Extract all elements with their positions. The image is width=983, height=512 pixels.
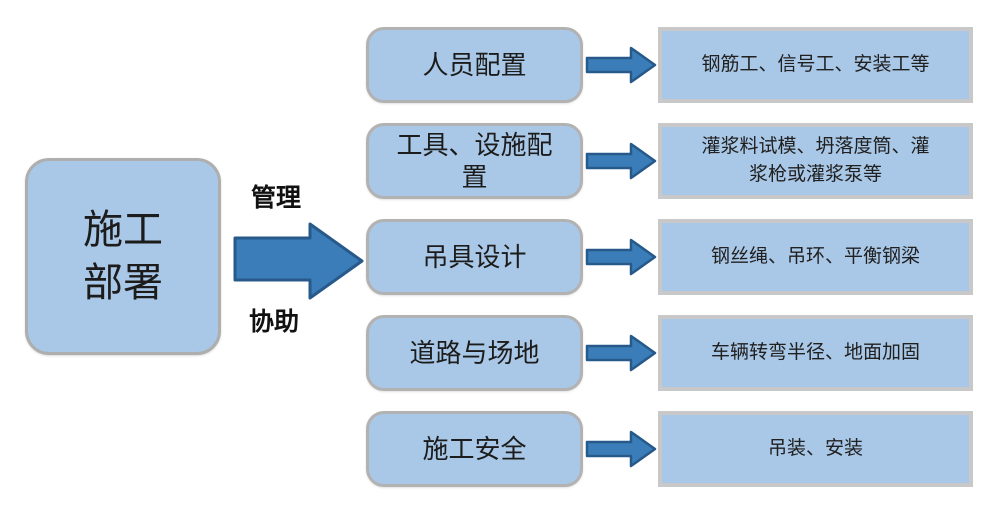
detail-node-construction-safety: 吊装、安装 xyxy=(658,411,973,487)
detail-label: 钢丝绳、吊环、平衡钢梁 xyxy=(710,246,920,268)
detail-node-roads-site: 车辆转弯半径、地面加固 xyxy=(658,315,973,391)
detail-node-rigging-design: 钢丝绳、吊环、平衡钢梁 xyxy=(658,219,973,295)
category-label: 道路与场地 xyxy=(409,337,540,368)
row-arrow-wrap xyxy=(583,219,658,295)
category-label: 人员配置 xyxy=(422,49,527,80)
category-label: 施工安全 xyxy=(422,433,527,464)
big-right-arrow-icon xyxy=(233,222,364,300)
right-arrow-icon xyxy=(585,430,656,468)
category-label: 工具、设施配置 xyxy=(396,129,553,193)
detail-node-tools-facilities: 灌浆料试模、坍落度筒、灌浆枪或灌浆泵等 xyxy=(658,123,973,199)
category-node-personnel: 人员配置 xyxy=(366,27,583,103)
category-node-roads-site: 道路与场地 xyxy=(366,315,583,391)
flow-row-tools-facilities: 工具、设施配置 灌浆料试模、坍落度筒、灌浆枪或灌浆泵等 xyxy=(366,123,973,199)
right-arrow-icon xyxy=(585,142,656,180)
flow-rows: 人员配置 钢筋工、信号工、安装工等 工具、设施配置 灌浆料试模、坍落度筒、 xyxy=(366,27,973,487)
category-node-rigging-design: 吊具设计 xyxy=(366,219,583,295)
detail-label: 车辆转弯半径、地面加固 xyxy=(710,342,920,364)
right-arrow-icon xyxy=(585,46,656,84)
right-arrow-icon xyxy=(585,238,656,276)
row-arrow-wrap xyxy=(583,27,658,103)
category-node-construction-safety: 施工安全 xyxy=(366,411,583,487)
flow-row-construction-safety: 施工安全 吊装、安装 xyxy=(366,411,973,487)
row-arrow-wrap xyxy=(583,123,658,199)
right-arrow-icon xyxy=(585,334,656,372)
flow-row-rigging-design: 吊具设计 钢丝绳、吊环、平衡钢梁 xyxy=(366,219,973,295)
category-node-tools-facilities: 工具、设施配置 xyxy=(366,123,583,199)
detail-node-personnel: 钢筋工、信号工、安装工等 xyxy=(658,27,973,103)
root-node-construction-deployment: 施工 部署 xyxy=(25,158,221,355)
category-label: 吊具设计 xyxy=(422,241,527,272)
flow-row-personnel: 人员配置 钢筋工、信号工、安装工等 xyxy=(366,27,973,103)
detail-label: 灌浆料试模、坍落度筒、灌浆枪或灌浆泵等 xyxy=(701,136,930,185)
flow-row-roads-site: 道路与场地 车辆转弯半径、地面加固 xyxy=(366,315,973,391)
root-node-label: 施工 部署 xyxy=(83,207,163,305)
flow-label-assist: 协助 xyxy=(249,308,300,336)
row-arrow-wrap xyxy=(583,411,658,487)
flow-label-manage: 管理 xyxy=(251,184,302,212)
row-arrow-wrap xyxy=(583,315,658,391)
detail-label: 钢筋工、信号工、安装工等 xyxy=(701,54,930,76)
detail-label: 吊装、安装 xyxy=(767,438,863,460)
